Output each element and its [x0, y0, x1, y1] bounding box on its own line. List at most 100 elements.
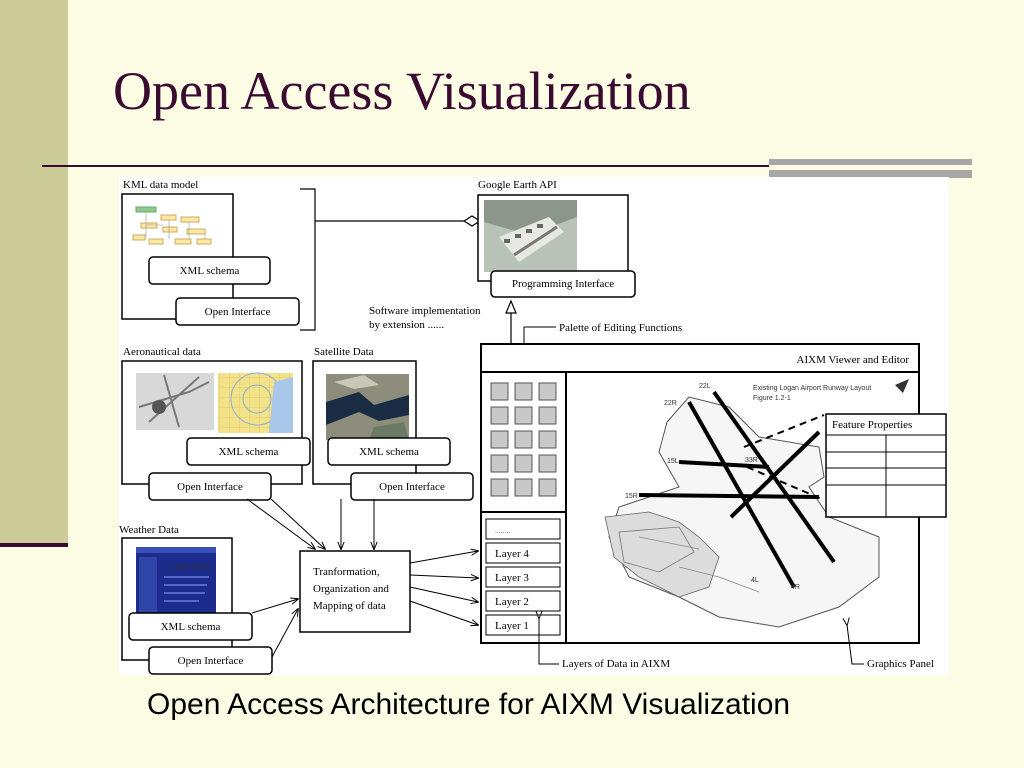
north-arrow-icon: [895, 379, 909, 393]
transformation-module: Tranformation, Organization and Mapping …: [299, 550, 411, 633]
satellite-interface-label: Open Interface: [379, 481, 445, 493]
viewer-title: AIXM Viewer and Editor: [797, 354, 910, 366]
layer-item-label: Layer 4: [495, 548, 529, 560]
extension-arrow-head-icon: [505, 299, 517, 314]
palette-tool[interactable]: [514, 382, 533, 401]
palette-tool[interactable]: [490, 478, 509, 497]
aero-label: Aeronautical data: [123, 346, 201, 358]
transformation-line2: Organization and: [313, 583, 389, 595]
layers-callout-label: Layers of Data in AIXM: [562, 658, 670, 670]
palette-tool[interactable]: [514, 478, 533, 497]
layers-callout-line: [539, 618, 559, 665]
map-figure-label: Figure 1.2-1: [753, 395, 791, 402]
runway-label: 4R: [791, 584, 800, 591]
palette-tool[interactable]: [490, 430, 509, 449]
runway-label: 15L: [667, 458, 679, 465]
layer-item[interactable]: [485, 542, 561, 564]
weather-interface-label: Open Interface: [178, 655, 244, 667]
satellite-thumbnail: [326, 374, 409, 440]
layer-item[interactable]: [485, 566, 561, 588]
kml-label: KML data model: [123, 179, 198, 191]
weather-schema-box: [128, 612, 253, 641]
palette-label: Palette of Editing Functions: [559, 322, 682, 334]
kml-data-model: KML data model XML schema Open Interface: [121, 179, 300, 326]
kml-schema-box: [148, 256, 271, 285]
aero-interface-label: Open Interface: [177, 481, 243, 493]
feature-properties-title: Feature Properties: [832, 419, 912, 431]
title-rule-accent-bottom: [769, 170, 972, 178]
runway-label: 22R: [664, 400, 677, 407]
feature-properties-panel: Feature Properties: [825, 413, 947, 518]
slide-title: Open Access Visualization: [113, 61, 691, 121]
runway-label: 4L: [751, 577, 759, 584]
selection-leader-lines: [743, 414, 825, 501]
kml-interface-box: [175, 297, 300, 326]
graphics-panel-map[interactable]: Existing Logan Airport Runway Layout Fig…: [604, 379, 909, 628]
weather-schema-label: XML schema: [161, 621, 221, 633]
google-interface-box: [490, 270, 636, 298]
palette-tool[interactable]: [538, 478, 557, 497]
weather-screen-title: Logan Airport: [171, 564, 213, 571]
palette-tool[interactable]: [514, 454, 533, 473]
google-label: Google Earth API: [478, 179, 557, 191]
layer-item[interactable]: [485, 614, 561, 636]
layer-item-label: ........: [495, 528, 511, 535]
runways: [638, 390, 836, 588]
palette-tool[interactable]: [514, 430, 533, 449]
layers-list: ........ Layer 4 Layer 3 Layer 2 Layer 1: [485, 518, 561, 636]
aero-schema-label: XML schema: [219, 446, 279, 458]
side-accent-line: [0, 543, 68, 547]
transformation-line1: Tranformation,: [313, 566, 380, 578]
architecture-diagram-svg: KML data model XML schema Open Interface…: [119, 179, 947, 675]
palette-tool[interactable]: [490, 382, 509, 401]
google-interface-label: Programming Interface: [512, 278, 614, 290]
satellite-schema-label: XML schema: [359, 446, 419, 458]
editing-palette[interactable]: [490, 382, 557, 497]
layer-item-label: Layer 1: [495, 620, 529, 632]
architecture-diagram: KML data model XML schema Open Interface…: [119, 177, 949, 675]
layer-item-label: Layer 3: [495, 572, 529, 584]
transformation-box: [299, 550, 411, 633]
runway-label: 33R: [745, 457, 758, 464]
weather-interface-box: [148, 646, 273, 675]
kml-thumbnail: [132, 206, 212, 245]
weather-data: Weather Data Logan Airport XML schema Op…: [119, 524, 273, 675]
palette-tool[interactable]: [538, 406, 557, 425]
output-arrows: [409, 551, 478, 625]
layer-item[interactable]: [485, 590, 561, 612]
runway-label: 15R: [625, 493, 638, 500]
side-accent-strip: [0, 0, 68, 543]
transformation-line3: Mapping of data: [313, 600, 386, 612]
graphics-callout-line: [847, 625, 864, 665]
palette-tool[interactable]: [514, 406, 533, 425]
satellite-label: Satellite Data: [314, 346, 374, 358]
title-rule: [42, 165, 769, 167]
satellite-schema-box: [327, 437, 451, 466]
google-earth-api: Google Earth API Programming Interface: [477, 179, 636, 298]
satellite-data: Satellite Data XML schema Open Interface: [312, 346, 474, 501]
map-title: Existing Logan Airport Runway Layout: [753, 385, 871, 392]
aixm-viewer-editor: AIXM Viewer and Editor ........: [480, 343, 947, 644]
aero-schema-box: [186, 437, 311, 466]
layer-item[interactable]: [485, 518, 561, 540]
palette-tool[interactable]: [490, 406, 509, 425]
aeronautical-data: Aeronautical data XML schema Open Interf…: [121, 346, 311, 501]
feature-properties-table: [826, 434, 946, 517]
aero-interface-box: [148, 472, 272, 501]
runway-label: 22L: [699, 383, 711, 390]
software-note-line2: by extension ......: [369, 319, 444, 331]
palette-tool[interactable]: [538, 454, 557, 473]
palette-tool[interactable]: [538, 382, 557, 401]
kml-interface-label: Open Interface: [205, 306, 271, 318]
satellite-interface-box: [350, 472, 474, 501]
software-note-line1: Software implementation: [369, 305, 481, 317]
weather-label: Weather Data: [119, 524, 179, 536]
graphics-callout-label: Graphics Panel: [867, 658, 934, 670]
palette-tool[interactable]: [538, 430, 557, 449]
kml-bracket: [300, 188, 316, 331]
palette-tool[interactable]: [490, 454, 509, 473]
aero-thumbnail: [136, 372, 293, 433]
google-earth-thumbnail: [484, 200, 577, 272]
weather-thumbnail: Logan Airport: [136, 547, 216, 617]
slide-caption: Open Access Architecture for AIXM Visual…: [147, 688, 791, 721]
